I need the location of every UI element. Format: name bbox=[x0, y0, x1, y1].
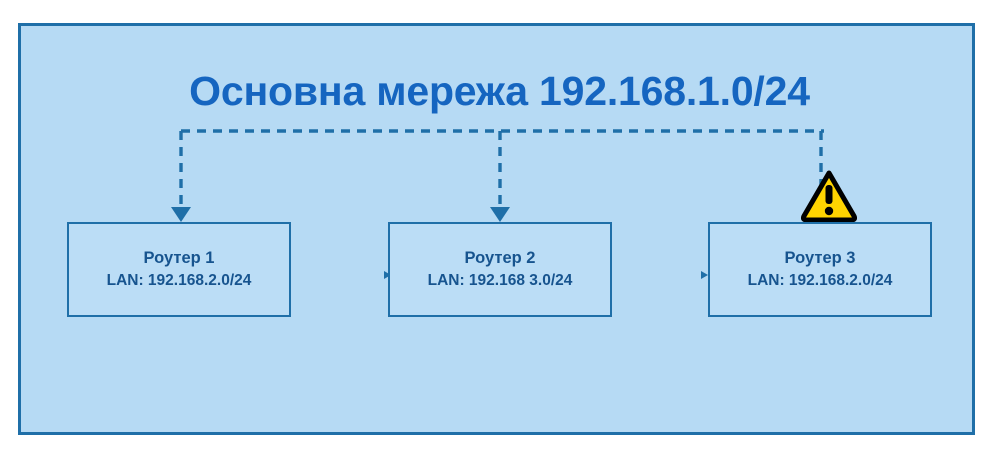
warning-exclamation-bar bbox=[825, 185, 833, 204]
router-2-name: Роутер 2 bbox=[464, 249, 536, 268]
router-box-2[interactable]: Роутер 2 LAN: 192.168 3.0/24 bbox=[388, 222, 612, 317]
main-network-frame: Основна мережа 192.168.1.0/24 Ро bbox=[18, 23, 975, 435]
router-1-subnet: LAN: 192.168.2.0/24 bbox=[106, 272, 252, 290]
router-2-subnet: LAN: 192.168 3.0/24 bbox=[427, 272, 573, 290]
page-title: Основна мережа 192.168.1.0/24 bbox=[189, 68, 810, 114]
router-1-name: Роутер 1 bbox=[143, 249, 215, 268]
router-3-subnet: LAN: 192.168.2.0/24 bbox=[747, 272, 893, 290]
arrowhead-router-1 bbox=[171, 207, 191, 222]
warning-exclamation-dot bbox=[824, 206, 834, 216]
side-marker-router-2 bbox=[384, 271, 391, 279]
side-marker-router-3 bbox=[701, 271, 708, 279]
router-3-name: Роутер 3 bbox=[784, 249, 856, 268]
warning-icon bbox=[801, 170, 857, 222]
router-box-1[interactable]: Роутер 1 LAN: 192.168.2.0/24 bbox=[67, 222, 291, 317]
router-box-3[interactable]: Роутер 3 LAN: 192.168.2.0/24 bbox=[708, 222, 932, 317]
arrowhead-router-2 bbox=[490, 207, 510, 222]
